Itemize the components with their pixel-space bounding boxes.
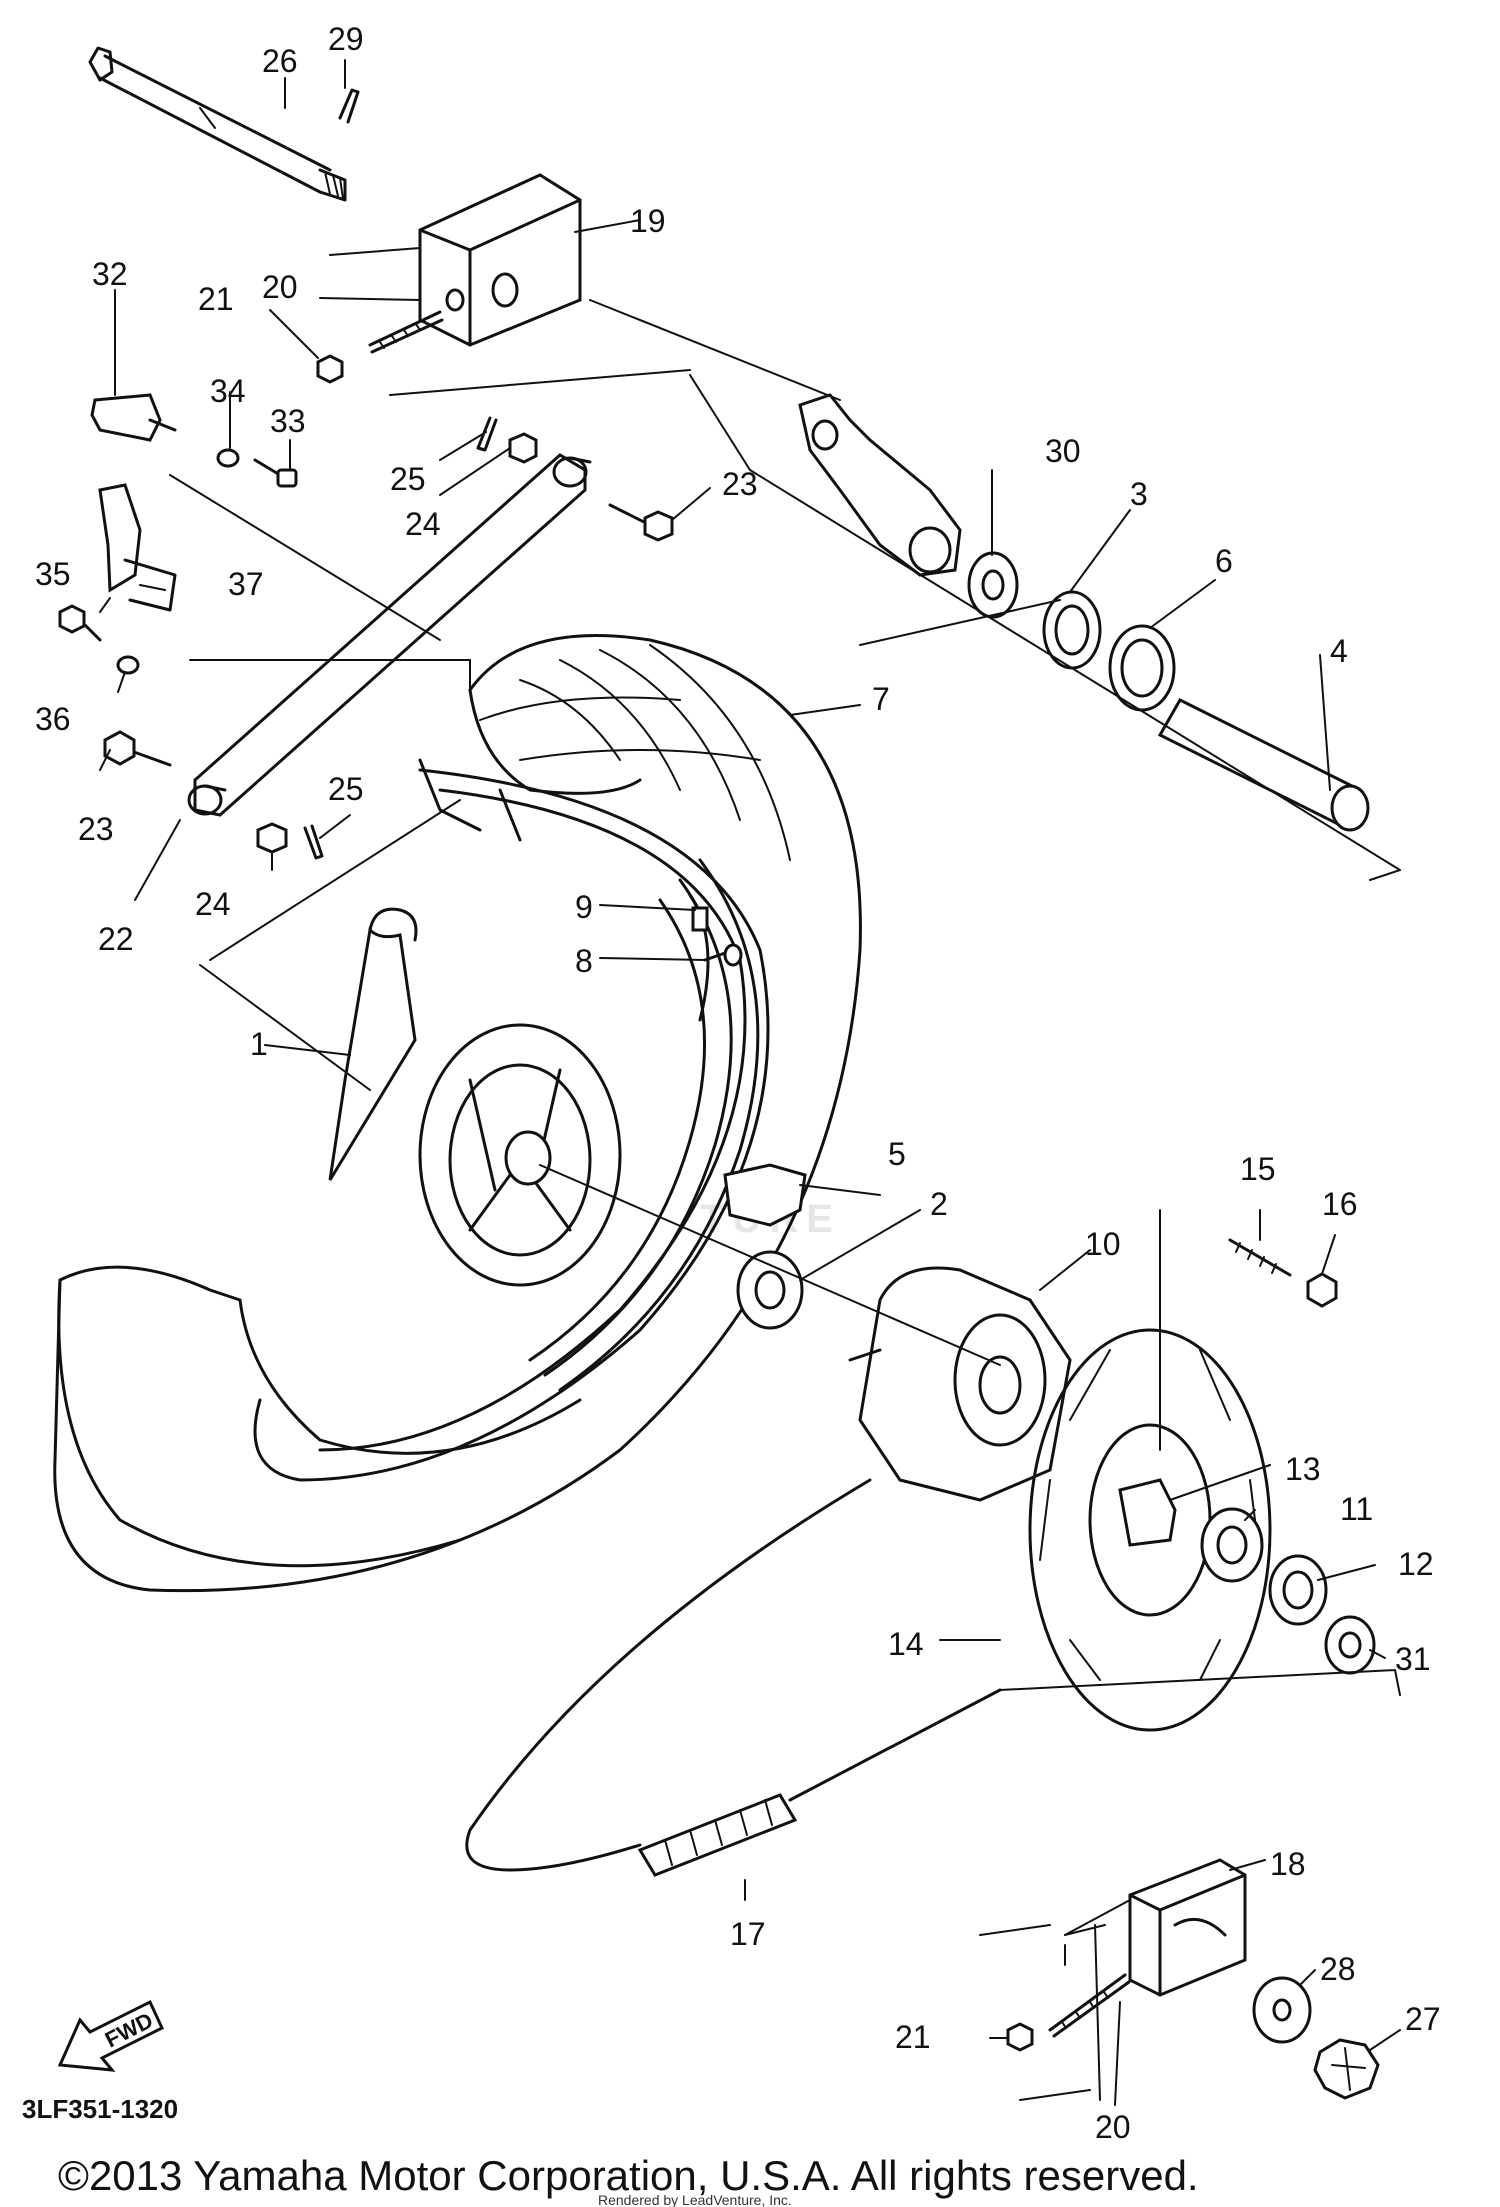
callout-labels: 29 26 19 32 21 20 34 33 25 24 23 30 3 6 … bbox=[35, 21, 1441, 2145]
callout-18: 18 bbox=[1270, 1846, 1306, 1882]
callout-5: 5 bbox=[888, 1136, 906, 1172]
callout-14: 14 bbox=[888, 1626, 924, 1662]
nut-16 bbox=[1306, 1272, 1338, 1308]
callout-3: 3 bbox=[1130, 476, 1148, 512]
chain-puller-19 bbox=[418, 173, 582, 347]
adjust-bolt-20a bbox=[368, 310, 444, 354]
nut-24b bbox=[256, 822, 288, 854]
bearing-6 bbox=[1108, 624, 1176, 712]
bearing-11 bbox=[1200, 1507, 1264, 1583]
callout-12: 12 bbox=[1398, 1546, 1434, 1582]
oil-seal-12 bbox=[1268, 1554, 1328, 1626]
tire-7 bbox=[53, 634, 862, 1593]
callout-2: 2 bbox=[930, 1186, 948, 1222]
callout-32: 32 bbox=[92, 256, 128, 292]
bolt-23b bbox=[103, 730, 172, 767]
callout-23b: 23 bbox=[78, 811, 114, 847]
washer-36 bbox=[116, 655, 140, 675]
callout-1: 1 bbox=[250, 1026, 268, 1062]
callout-30: 30 bbox=[1045, 433, 1081, 469]
callout-11: 11 bbox=[1340, 1491, 1373, 1527]
callout-9: 9 bbox=[575, 889, 593, 925]
nut-21a bbox=[316, 354, 344, 384]
valve-8 bbox=[703, 943, 743, 967]
callout-16: 16 bbox=[1322, 1186, 1358, 1222]
callout-29: 29 bbox=[328, 21, 364, 57]
callout-24a: 24 bbox=[405, 506, 441, 542]
callout-37: 37 bbox=[228, 566, 264, 602]
callout-34: 34 bbox=[210, 373, 246, 409]
bearing-2 bbox=[736, 1250, 804, 1330]
collar-13 bbox=[1118, 1478, 1177, 1547]
callout-27: 27 bbox=[1405, 2001, 1441, 2037]
explosion-guide-lines bbox=[169, 247, 1401, 2101]
brake-disc-9 bbox=[688, 893, 710, 1022]
copyright-notice: ©2013 Yamaha Motor Corporation, U.S.A. A… bbox=[58, 2152, 1199, 2199]
bolt-35 bbox=[58, 604, 102, 642]
spacer-4 bbox=[1157, 698, 1370, 832]
callout-35: 35 bbox=[35, 556, 71, 592]
cotter-pin-29 bbox=[338, 88, 360, 124]
callout-4: 4 bbox=[1330, 633, 1348, 669]
rendered-by-credit: Rendered by LeadVenture, Inc. bbox=[598, 2192, 792, 2207]
axle-pin-26 bbox=[88, 46, 347, 202]
callout-6: 6 bbox=[1215, 543, 1233, 579]
cotter-pin-25b bbox=[303, 824, 324, 860]
bolt-33 bbox=[253, 458, 298, 488]
washer-28 bbox=[1252, 1976, 1312, 2044]
callout-20b: 20 bbox=[1095, 2109, 1131, 2145]
callout-8: 8 bbox=[575, 943, 593, 979]
oil-seal-3 bbox=[1042, 590, 1102, 670]
callout-20a: 20 bbox=[262, 269, 298, 305]
callout-25a: 25 bbox=[390, 461, 426, 497]
axle-nut-27 bbox=[1313, 2038, 1380, 2100]
adjust-bolt-20b bbox=[1048, 1973, 1131, 2038]
washer-34 bbox=[216, 448, 240, 468]
callout-23a: 23 bbox=[722, 466, 758, 502]
nut-21b bbox=[1006, 2022, 1034, 2052]
callout-25b: 25 bbox=[328, 771, 364, 807]
callout-36: 36 bbox=[35, 701, 71, 737]
cotter-pin-25a bbox=[476, 416, 498, 452]
collar-31 bbox=[1324, 1615, 1376, 1675]
callout-21b: 21 bbox=[895, 2019, 931, 2055]
callout-7: 7 bbox=[872, 681, 890, 717]
bracket-32 bbox=[90, 393, 177, 442]
callout-22: 22 bbox=[98, 921, 134, 957]
wheel-hub-1 bbox=[253, 768, 770, 1482]
forward-direction-arrow: FWD bbox=[57, 1999, 164, 2072]
callout-19: 19 bbox=[630, 203, 666, 239]
drive-chain-17 bbox=[465, 1478, 1002, 1877]
callout-17: 17 bbox=[730, 1916, 766, 1952]
callout-21a: 21 bbox=[198, 281, 234, 317]
collar-30 bbox=[967, 551, 1019, 619]
leader-lines bbox=[99, 59, 1401, 2106]
callout-15: 15 bbox=[1240, 1151, 1276, 1187]
damper-5 bbox=[723, 1163, 807, 1227]
caliper-bracket bbox=[798, 393, 962, 577]
torque-rod-22 bbox=[187, 453, 592, 817]
chain-puller-18 bbox=[1128, 1858, 1247, 1997]
callout-13: 13 bbox=[1285, 1451, 1321, 1487]
callout-10: 10 bbox=[1085, 1226, 1121, 1262]
callout-26: 26 bbox=[262, 43, 298, 79]
part-reference-code: 3LF351-1320 bbox=[22, 2094, 178, 2124]
callout-24b: 24 bbox=[195, 886, 231, 922]
callout-31: 31 bbox=[1395, 1641, 1431, 1677]
nut-24a bbox=[508, 432, 538, 464]
callout-33: 33 bbox=[270, 403, 306, 439]
stud-15 bbox=[1228, 1238, 1292, 1277]
bolt-23a bbox=[608, 503, 674, 542]
callout-28: 28 bbox=[1320, 1951, 1356, 1987]
bracket-37 bbox=[98, 483, 177, 612]
